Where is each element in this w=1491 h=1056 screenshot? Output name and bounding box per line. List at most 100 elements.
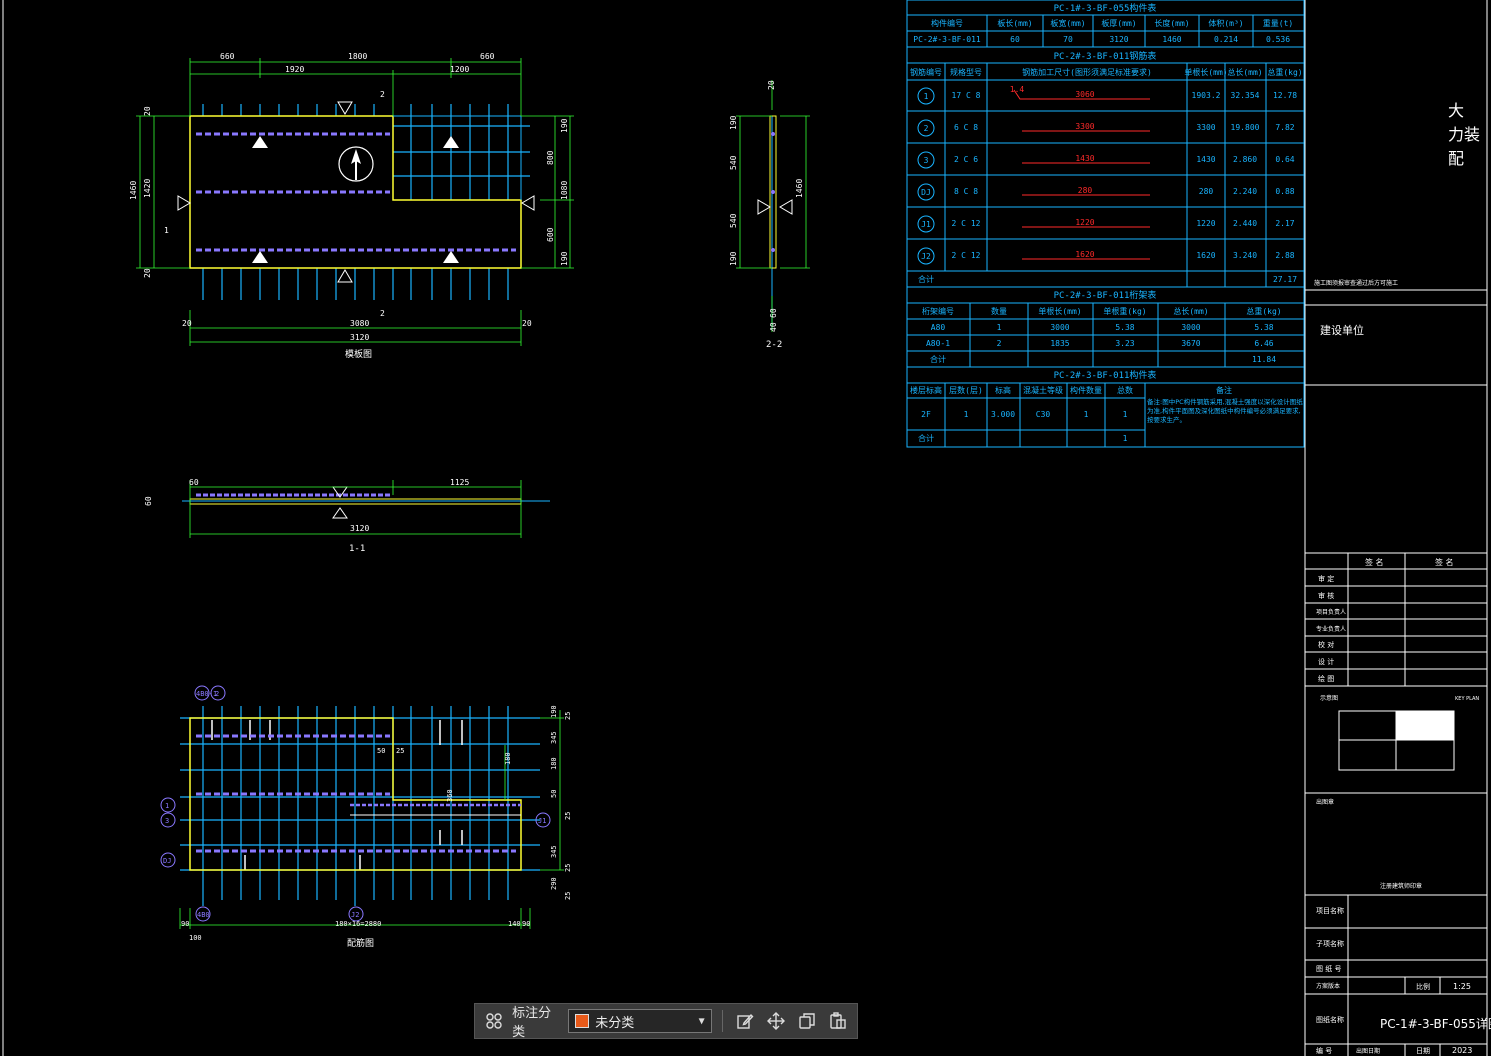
sec22-dim-540a: 540 (729, 155, 738, 170)
move-icon[interactable] (764, 1008, 789, 1034)
t2-r0-shape: 3060 (1075, 90, 1094, 99)
t2-r0-spec: 17 C 8 (952, 91, 981, 100)
t2-r1-id: 2 (924, 124, 929, 133)
t4-r4: 1 (1084, 410, 1089, 419)
plan-dim-3080: 3080 (350, 319, 369, 328)
table3-title: PC-2#-3-BF-011桁架表 (1054, 289, 1157, 301)
tb-sign-h2: 签 名 (1435, 557, 1454, 567)
t1-r4: 1460 (1162, 35, 1181, 44)
rebar-mdim-50: 50 (377, 747, 385, 755)
sec11-dim-1125: 1125 (450, 478, 469, 487)
t2-r4-spec: 2 C 12 (952, 219, 981, 228)
t3-r0-c5: 5.38 (1254, 323, 1273, 332)
tb-footer-0: 编 号 (1316, 1046, 1332, 1055)
copy-icon[interactable] (795, 1008, 820, 1034)
t3-r1-c1: 2 (997, 339, 1002, 348)
t4-h6: 备注 (1216, 385, 1232, 395)
t2-h5: 总重(kg) (1267, 67, 1302, 77)
plan-dim-20-right: 20 (522, 319, 532, 328)
sec11-dim-3120: 3120 (350, 524, 369, 533)
tb-stamp-caption: 注册建筑师印章 (1380, 882, 1422, 890)
t3-sum: 11.84 (1252, 355, 1276, 364)
tb-footer-1: 出图日期 (1356, 1047, 1380, 1055)
edit-icon[interactable] (733, 1008, 758, 1034)
t2-r5-spec: 2 C 12 (952, 251, 981, 260)
plan-dim-1920: 1920 (285, 65, 304, 74)
tb-keyplan-label2: KEY PLAN (1455, 696, 1479, 702)
t2-r3-total: 2.240 (1233, 187, 1257, 196)
t2-h0: 钢筋编号 (910, 67, 942, 77)
rebar-rdim-345b: 345 (550, 845, 558, 858)
sec22-dim-1460: 1460 (795, 179, 804, 198)
t2-r3-w: 0.88 (1275, 187, 1294, 196)
sec22-dim-540b: 540 (729, 213, 738, 228)
t1-h3: 板厚(mm) (1101, 18, 1136, 28)
plan-dim-3120: 3120 (350, 333, 369, 342)
rebar-bdim-90b: 90 (522, 920, 530, 928)
plan-section-mark-bottom: 2 (380, 309, 385, 318)
t1-r0: PC-2#-3-BF-011 (913, 35, 981, 44)
tb-big-1: 大 (1448, 101, 1464, 120)
tb-sign-r6: 绘 图 (1318, 674, 1334, 683)
t2-r5-total: 3.240 (1233, 251, 1257, 260)
rebar-title: 配筋图 (347, 937, 374, 949)
rebar-rdim-180b: 180 (504, 752, 512, 765)
template-plan-view: 660 1800 660 1920 1200 3080 20 20 3120 2… (129, 52, 574, 360)
t2-r4-w: 2.17 (1275, 219, 1294, 228)
sec11-dim-60-left: 60 (144, 496, 153, 506)
rebar-layout-view: 4B0-1 2 1 3 DJ 4B0 J2 J1 190 25 345 180 … (160, 685, 572, 949)
tb-small-note: 施工图须报审查通过后方可施工 (1314, 279, 1398, 287)
t2-r2-w: 0.64 (1275, 155, 1294, 164)
tb-sign-r2: 项目负责人 (1316, 608, 1346, 616)
rebar-mark-dj: DJ (163, 857, 171, 865)
toolbar-divider (721, 1010, 723, 1032)
t2-r1-shape: 3300 (1075, 122, 1094, 131)
paste-icon[interactable] (826, 1008, 851, 1034)
table4-note: 备注:图中PC构件钢筋采用,混凝土强度以深化设计图纸为准,构件平面图及深化图纸中… (1147, 398, 1303, 424)
t4-sum: 1 (1123, 434, 1128, 443)
t2-r2-len: 1430 (1196, 155, 1215, 164)
t2-r2-shape: 1430 (1075, 154, 1094, 163)
t2-h2: 钢筋加工尺寸(图形须满足标准要求) (1022, 67, 1152, 77)
grid-icon[interactable] (481, 1008, 506, 1034)
tb-sign-r3: 专业负责人 (1316, 625, 1346, 633)
plan-right-dim-190a: 190 (560, 118, 569, 133)
tb-sign-r0: 审 定 (1318, 574, 1334, 583)
annotation-toolbar: 标注分类 未分类 ▼ (474, 1003, 858, 1040)
rebar-rdim-25c: 25 (564, 864, 572, 872)
sec11-dim-60: 60 (189, 478, 199, 487)
t4-r3: C30 (1036, 410, 1051, 419)
rebar-rdim-25d: 25 (564, 892, 572, 900)
plan-dim-20-top: 20 (143, 106, 152, 116)
table2-title: PC-2#-3-BF-011钢筋表 (1054, 50, 1157, 62)
annotation-category-select[interactable]: 未分类 ▼ (568, 1009, 712, 1033)
tb-owner-label: 建设单位 (1320, 323, 1364, 337)
t2-sum: 27.17 (1273, 275, 1297, 284)
rebar-mdim-25: 25 (396, 747, 404, 755)
t2-r3-spec: 8 C 8 (954, 187, 978, 196)
category-color-swatch (575, 1014, 590, 1028)
t2-r0-len: 1903.2 (1192, 91, 1221, 100)
t2-r5-len: 1620 (1196, 251, 1215, 260)
t3-r1-c2: 1835 (1050, 339, 1069, 348)
t4-r5: 1 (1123, 410, 1128, 419)
t1-r3: 3120 (1109, 35, 1128, 44)
t1-h1: 板长(mm) (997, 18, 1032, 28)
rebar-bdim-90a: 90 (181, 920, 189, 928)
rebar-rdim-345a: 345 (550, 731, 558, 744)
t2-r0-total: 32.354 (1231, 91, 1260, 100)
t1-h6: 重量(t) (1263, 18, 1293, 28)
t2-r3-id: DJ (921, 188, 931, 197)
tb-footer-2: 日期 (1416, 1047, 1430, 1055)
t2-r5-id: J2 (921, 252, 931, 261)
t2-r5-shape: 1620 (1075, 250, 1094, 259)
tb-big-2: 力装 (1448, 125, 1480, 144)
plan-section-mark-top: 2 (380, 90, 385, 99)
tb-keyplan-label: 示意图 (1320, 694, 1338, 702)
t4-h4: 构件数量 (1070, 385, 1102, 395)
rebar-mark-4b0: 4B0 (197, 911, 210, 919)
t2-r4-id: J1 (921, 220, 931, 229)
t2-r3-len: 280 (1199, 187, 1214, 196)
t1-h0: 构件编号 (931, 18, 963, 28)
